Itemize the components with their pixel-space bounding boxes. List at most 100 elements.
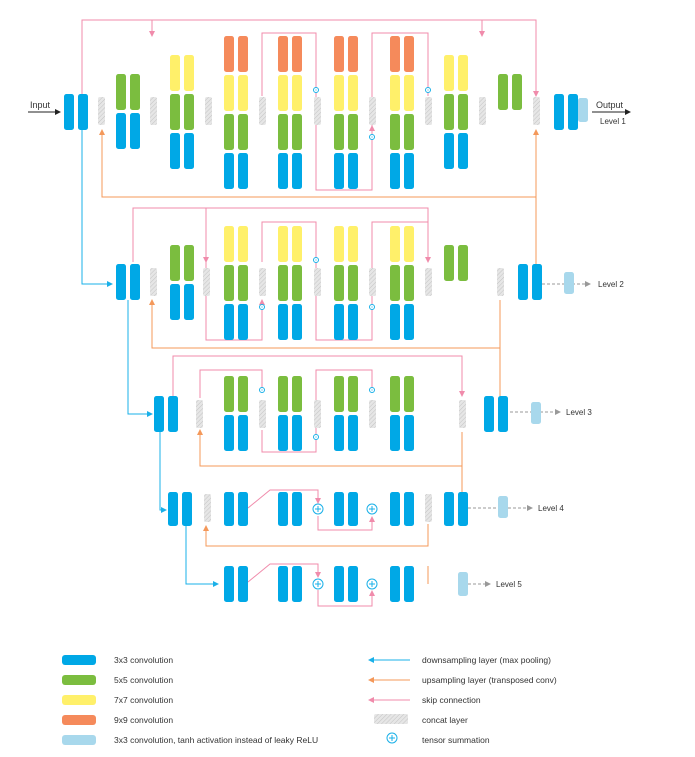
conv9x9-block	[390, 36, 400, 72]
conv3x3-block	[116, 113, 126, 149]
conv5x5-block	[348, 265, 358, 301]
conv7x7-block	[224, 226, 234, 262]
conv5x5-block	[292, 265, 302, 301]
conv3x3-block	[334, 153, 344, 189]
tensor-sum-icon	[313, 257, 319, 263]
conv3x3-block	[404, 492, 414, 526]
level-4-label: Level 4	[538, 504, 564, 513]
conv3x3-block	[292, 153, 302, 189]
conv3x3-block	[292, 492, 302, 526]
concat-layer	[150, 97, 157, 125]
conv3x3-block	[458, 133, 468, 169]
conv3x3-block	[64, 94, 74, 130]
conv5x5-block	[224, 114, 234, 150]
concat-layer	[259, 268, 266, 296]
conv3x3-block	[154, 396, 164, 432]
conv3x3-block	[224, 415, 234, 451]
conv9x9-block	[334, 36, 344, 72]
tensor-sum-icon	[313, 87, 319, 93]
tanh-conv-block	[498, 496, 508, 518]
concat-layer	[205, 97, 212, 125]
conv5x5-block	[334, 114, 344, 150]
concat-layer	[196, 400, 203, 428]
concat-layer	[314, 400, 321, 428]
conv5x5-block	[170, 245, 180, 281]
conv3x3-block	[348, 153, 358, 189]
concat-layer	[369, 97, 376, 125]
tensor-sum-icon	[312, 578, 324, 590]
conv3x3-block	[484, 396, 494, 432]
conv3x3-block	[404, 153, 414, 189]
conv3x3-block	[224, 153, 234, 189]
conv3x3-block	[568, 94, 578, 130]
connections	[28, 19, 631, 607]
conv3x3-block	[334, 304, 344, 340]
conv3x3-block	[224, 566, 234, 602]
conv3x3-block	[334, 566, 344, 602]
conv9x9-block	[292, 36, 302, 72]
tensor-sum-icon	[366, 503, 378, 515]
conv3x3-block	[334, 492, 344, 526]
conv5x5-block	[130, 74, 140, 110]
concat-layer	[259, 400, 266, 428]
conv3x3-block	[390, 492, 400, 526]
conv7x7-block	[278, 226, 288, 262]
legend-sum-label: tensor summation	[422, 735, 490, 745]
level-3-label: Level 3	[566, 408, 592, 417]
legend-down-label: downsampling layer (max pooling)	[422, 655, 551, 665]
conv5x5-block	[458, 94, 468, 130]
conv3x3-block	[278, 153, 288, 189]
conv5x5-block	[404, 114, 414, 150]
conv3x3-block	[278, 415, 288, 451]
tensor-sum-icon	[312, 503, 324, 515]
concat-layer	[497, 268, 504, 296]
level-2-label: Level 2	[598, 280, 624, 289]
conv3x3-block	[224, 304, 234, 340]
layer-blocks	[64, 36, 588, 602]
tensor-sum-icon	[313, 434, 319, 440]
conv3x3-block	[404, 415, 414, 451]
conv5x5-block	[170, 94, 180, 130]
concat-layer	[204, 494, 211, 522]
conv5x5-block	[116, 74, 126, 110]
conv3x3-block	[278, 304, 288, 340]
conv7x7-block	[348, 226, 358, 262]
conv5x5-block	[238, 376, 248, 412]
conv3x3-block	[168, 492, 178, 526]
conv5x5-block	[224, 376, 234, 412]
legend-conv7-label: 7x7 convolution	[114, 695, 174, 705]
conv3x3-block	[390, 153, 400, 189]
conv5x5-block	[238, 265, 248, 301]
conv5x5-block	[458, 245, 468, 281]
conv7x7-block	[334, 75, 344, 111]
legend-conv3-swatch	[62, 655, 96, 665]
conv3x3-block	[238, 415, 248, 451]
conv5x5-block	[404, 265, 414, 301]
legend-concat-swatch	[374, 714, 408, 724]
conv7x7-block	[224, 75, 234, 111]
conv7x7-block	[170, 55, 180, 91]
concat-layer	[150, 268, 157, 296]
concat-layer	[259, 97, 266, 125]
conv5x5-block	[348, 114, 358, 150]
concat-layer	[314, 268, 321, 296]
conv3x3-block	[334, 415, 344, 451]
tensor-sum-icon	[369, 134, 375, 140]
tensor-sum-icon	[259, 387, 265, 393]
concat-layer	[459, 400, 466, 428]
conv3x3-block	[292, 566, 302, 602]
conv3x3-block	[278, 566, 288, 602]
conv3x3-block	[458, 492, 468, 526]
conv9x9-block	[224, 36, 234, 72]
conv5x5-block	[184, 94, 194, 130]
conv3x3-block	[184, 284, 194, 320]
conv5x5-block	[512, 74, 522, 110]
conv3x3-block	[224, 492, 234, 526]
conv3x3-block	[184, 133, 194, 169]
output-label: Output	[596, 100, 624, 110]
conv3x3-block	[238, 492, 248, 526]
conv5x5-block	[224, 265, 234, 301]
conv7x7-block	[278, 75, 288, 111]
conv7x7-block	[404, 226, 414, 262]
